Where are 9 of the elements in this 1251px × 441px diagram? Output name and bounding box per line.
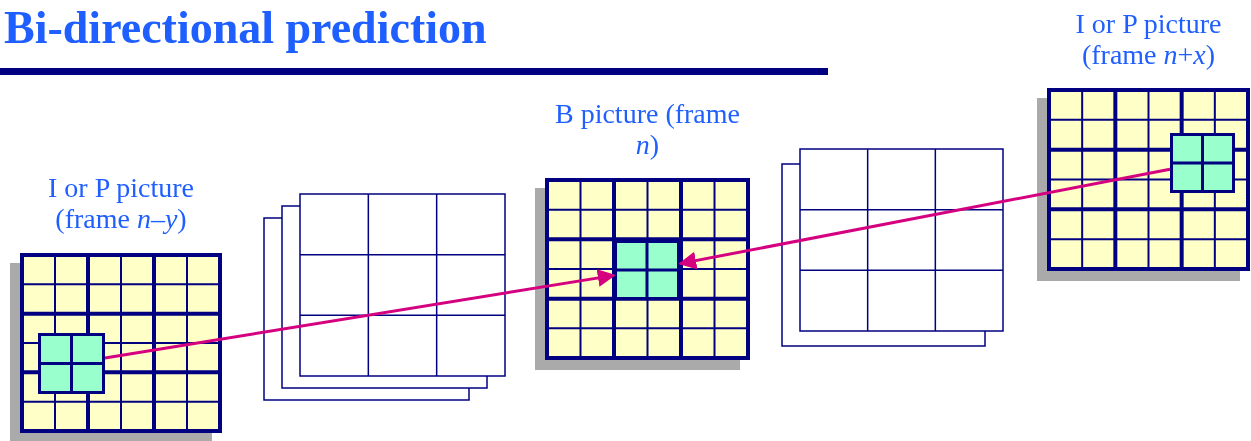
motion-vector-arrow [678,167,1171,270]
frame-label: B picture (frame n) [554,98,741,160]
title: Bi-directional prediction [4,2,487,54]
frame-label: I or P picture (frame n+x) [1074,8,1223,70]
macroblock [614,240,680,300]
motion-vector-arrow [104,269,616,360]
macroblock [1170,133,1235,193]
macroblock [38,333,105,394]
frame-label: I or P picture (frame n–y) [47,172,195,234]
